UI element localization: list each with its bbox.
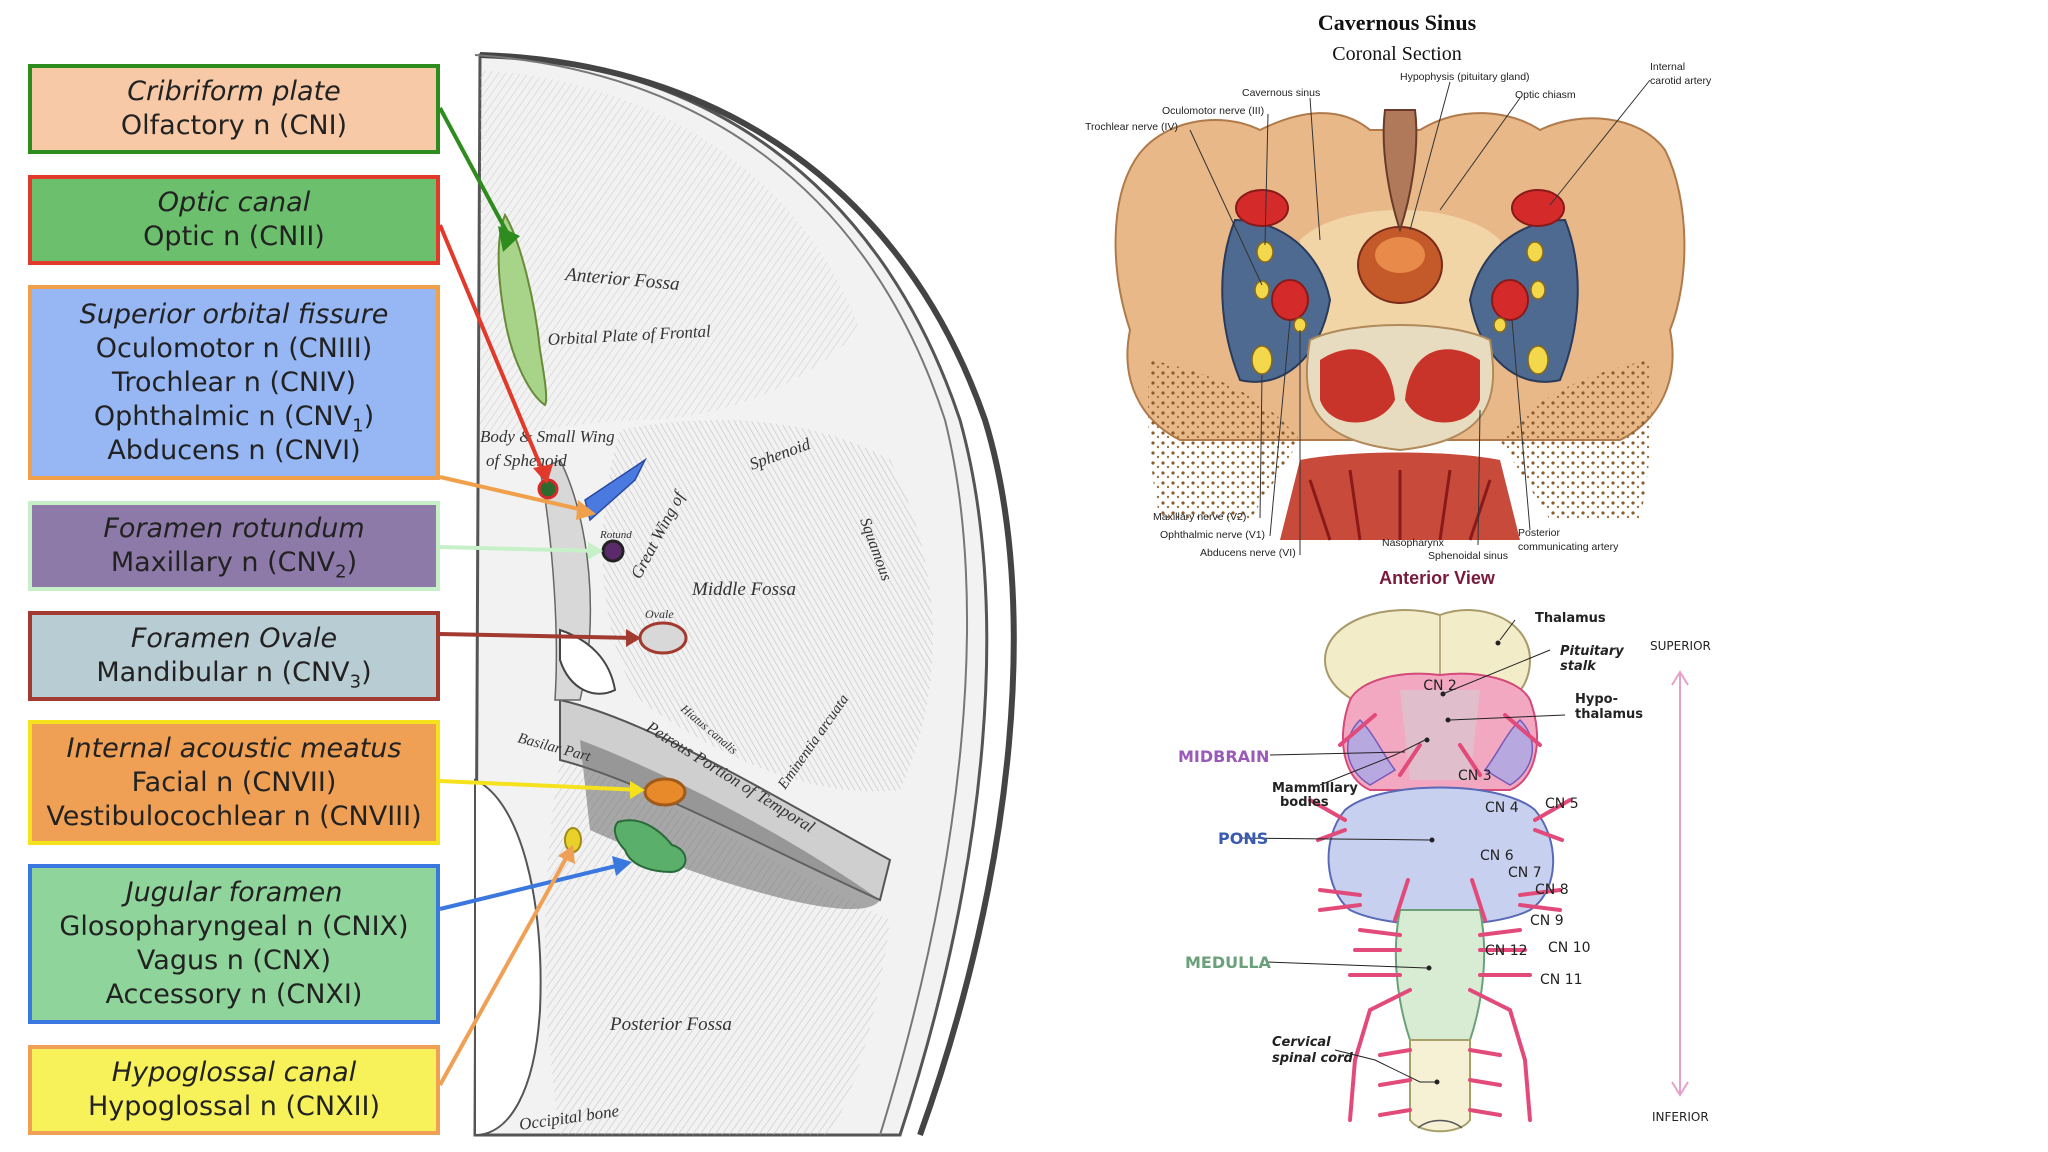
skull-outer-rim: [479, 52, 1017, 1137]
bs-label-bodies: bodies: [1280, 795, 1329, 810]
box-line: Optic n (CNII): [143, 221, 325, 252]
cav-label-internal-carotid-2: carotid artery: [1650, 75, 1712, 87]
box-line: Facial n (CNVII): [131, 766, 337, 798]
bs-label-cn8: CN 8: [1535, 882, 1569, 898]
skull-label-ovale: Ovale: [645, 607, 674, 621]
bs-label-hypo: Hypo-: [1575, 692, 1618, 707]
box-line: Accessory n (CNXI): [105, 979, 363, 1010]
box-line: Abducens n (CNVI): [107, 434, 361, 466]
anterior-fossa-region: [480, 70, 860, 440]
box-line: Maxillary n (CNV2): [110, 547, 358, 583]
skull-label-middle-fossa: Middle Fossa: [691, 579, 796, 600]
box-jugular-foramen: Jugular foramen Glosopharyngeal n (CNIX)…: [28, 864, 440, 1024]
bs-label-cn7: CN 7: [1508, 865, 1542, 881]
box-line: Oculomotor n (CNIII): [95, 332, 373, 364]
bs-label-spinal-cord: spinal cord: [1272, 1051, 1354, 1066]
bs-label-cn12: CN 12: [1485, 943, 1528, 959]
cav-label-internal-carotid: Internal: [1650, 61, 1685, 73]
skull-label-posterior-fossa: Posterior Fossa: [609, 1014, 732, 1035]
bs-label-pons: PONS: [1218, 829, 1268, 848]
bs-label-superior: SUPERIOR: [1650, 639, 1711, 653]
bs-label-cn9: CN 9: [1530, 913, 1564, 929]
bs-label-cn2: CN 2: [1423, 678, 1457, 694]
cav-label-sphenoidal: Sphenoidal sinus: [1428, 550, 1508, 562]
box-title: Foramen rotundum: [103, 513, 365, 544]
cav-label-posterior-comm: Posterior: [1518, 527, 1561, 539]
foramen-magnum: [474, 778, 542, 1137]
skull-label-body-small-wing: Body & Small Wing: [480, 427, 615, 446]
box-line: Ophthalmic n (CNV1): [93, 400, 375, 436]
brainstem-illustration: Anterior View: [1178, 568, 1711, 1133]
pointer-arrows: [438, 107, 645, 1086]
bs-label-thalamus: Thalamus: [1535, 611, 1606, 626]
cavernous-sinus-illustration: Cavernous Sinus Coronal Section: [1085, 10, 1712, 562]
bs-label-mammillary: Mammillary: [1272, 781, 1358, 796]
bs-label-inferior: INFERIOR: [1652, 1110, 1709, 1124]
box-title: Cribriform plate: [127, 76, 341, 107]
box-line: Olfactory n (CNI): [120, 110, 348, 141]
bs-label-cn4: CN 4: [1485, 800, 1519, 816]
cav-label-trochlear: Trochlear nerve (IV): [1085, 121, 1178, 133]
cav-label-ophthalmic: Ophthalmic nerve (V1): [1160, 529, 1265, 541]
box-title: Superior orbital fissure: [79, 298, 389, 330]
bs-label-pituitary: Pituitary: [1560, 644, 1624, 659]
jugular-foramen-highlight: [613, 819, 687, 874]
bs-label-cn10: CN 10: [1548, 940, 1591, 956]
bs-label-cn5: CN 5: [1545, 796, 1579, 812]
cav-label-posterior-comm-2: communicating artery: [1518, 541, 1619, 553]
bs-label-cn6: CN 6: [1480, 848, 1514, 864]
bs-label-cn11: CN 11: [1540, 972, 1583, 988]
skull-label-rotund: Rotund: [599, 529, 632, 541]
cav-label-abducens: Abducens nerve (VI): [1200, 547, 1296, 559]
cribriform-plate-highlight: [497, 212, 548, 407]
box-hypoglossal-canal: Hypoglossal canal Hypoglossal n (CNXII): [28, 1045, 440, 1135]
box-cribriform-plate: Cribriform plate Olfactory n (CNI): [28, 64, 440, 154]
internal-acoustic-meatus-highlight: [643, 777, 687, 807]
bs-label-midbrain: MIDBRAIN: [1178, 747, 1269, 766]
box-line: Hypoglossal n (CNXII): [87, 1091, 381, 1122]
box-title: Jugular foramen: [125, 877, 343, 908]
box-title: Hypoglossal canal: [111, 1057, 357, 1088]
cav-label-nasopharynx: Nasopharynx: [1382, 537, 1445, 549]
box-superior-orbital-fissure: Superior orbital fissure Oculomotor n (C…: [28, 285, 440, 480]
box-line: Trochlear n (CNIV): [111, 366, 357, 398]
bs-label-medulla: MEDULLA: [1185, 953, 1272, 972]
box-line: Vagus n (CNX): [136, 945, 332, 976]
box-foramen-ovale: Foramen Ovale Mandibular n (CNV3): [28, 611, 440, 701]
box-title: Foramen Ovale: [130, 623, 338, 654]
bs-label-hypothalamus: thalamus: [1575, 707, 1643, 722]
cav-label-maxillary: Maxillary nerve (V2): [1153, 511, 1246, 523]
box-internal-acoustic-meatus: Internal acoustic meatus Facial n (CNVII…: [28, 720, 440, 845]
box-title: Internal acoustic meatus: [66, 732, 402, 764]
box-line: Glosopharyngeal n (CNIX): [59, 911, 409, 942]
bs-label-stalk: stalk: [1560, 659, 1597, 674]
cav-label-cavernous-sinus: Cavernous sinus: [1242, 87, 1320, 99]
cavernous-subtitle: Coronal Section: [1332, 43, 1461, 65]
bs-label-cn3: CN 3: [1458, 768, 1492, 784]
bs-label-cervical: Cervical: [1272, 1035, 1331, 1050]
cavernous-title: Cavernous Sinus: [1318, 10, 1477, 35]
cav-label-oculomotor: Oculomotor nerve (III): [1162, 105, 1264, 117]
box-line: Vestibulocochlear n (CNVIII): [46, 800, 422, 832]
middle-fossa-region: [602, 420, 933, 792]
box-title: Optic canal: [157, 187, 311, 218]
box-foramen-rotundum: Foramen rotundum Maxillary n (CNV2): [28, 501, 440, 591]
box-line: Mandibular n (CNV3): [96, 657, 372, 693]
brainstem-title: Anterior View: [1379, 568, 1496, 588]
box-optic-canal: Optic canal Optic n (CNII): [28, 175, 440, 265]
cav-label-hypophysis: Hypophysis (pituitary gland): [1400, 71, 1530, 83]
cav-label-optic-chiasm: Optic chiasm: [1515, 89, 1576, 101]
